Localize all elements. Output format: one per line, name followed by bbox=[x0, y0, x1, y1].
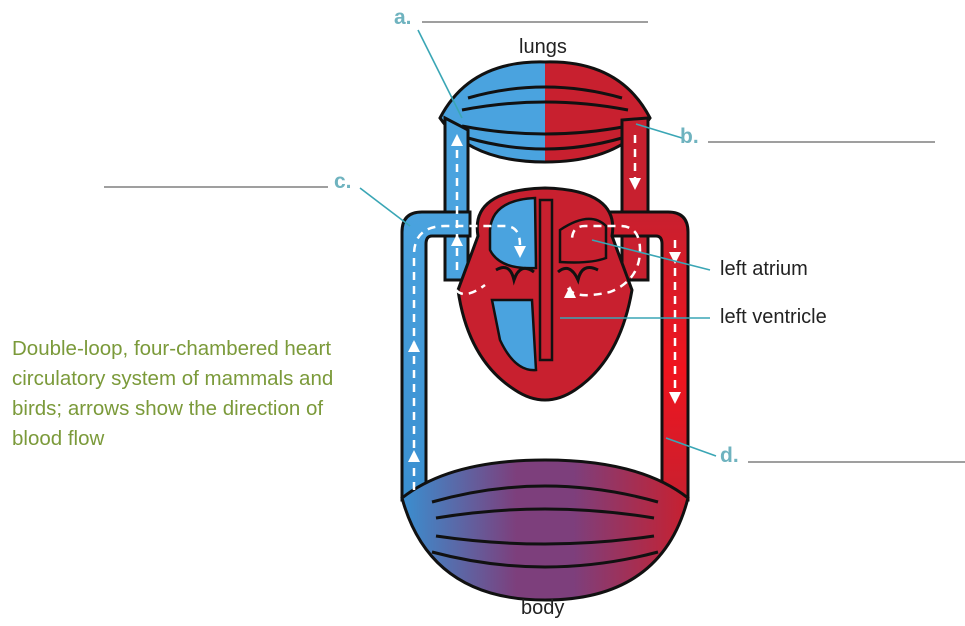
left-ventricle-label: left ventricle bbox=[720, 306, 827, 329]
heart bbox=[458, 188, 632, 400]
blank-letter-d: d. bbox=[720, 444, 739, 468]
blank-letter-c: c. bbox=[334, 170, 352, 194]
body-label: body bbox=[521, 597, 564, 620]
lung-capillaries bbox=[440, 62, 650, 162]
left-atrium-label: left atrium bbox=[720, 258, 808, 281]
figure-caption: Double-loop, four-chambered heart circul… bbox=[12, 334, 352, 454]
body-capillaries bbox=[402, 460, 688, 600]
blank-letter-a: a. bbox=[394, 6, 412, 30]
leader-c bbox=[360, 188, 410, 226]
lungs-label: lungs bbox=[519, 36, 567, 59]
septum bbox=[540, 200, 552, 360]
leader-a bbox=[418, 30, 462, 118]
blank-letter-b: b. bbox=[680, 125, 699, 149]
